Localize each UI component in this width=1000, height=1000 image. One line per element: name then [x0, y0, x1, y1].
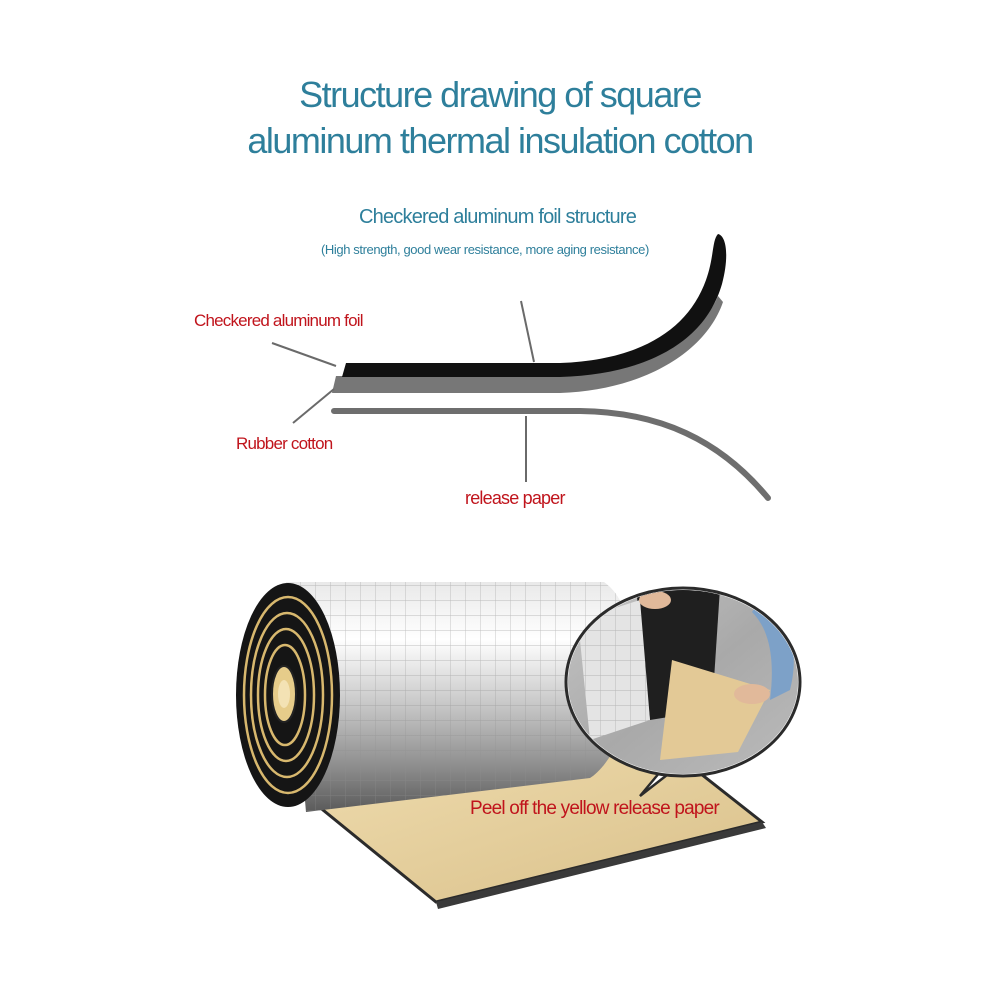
- structure-subheading: (High strength, good wear resistance, mo…: [321, 242, 649, 257]
- structure-leader: [520, 300, 535, 363]
- structure-heading: Checkered aluminum foil structure: [359, 206, 637, 228]
- roll-checker-grid: [286, 582, 634, 812]
- peel-photo-bubble: [564, 586, 802, 797]
- rubber-leader: [292, 388, 335, 424]
- release-paper-layer: [331, 408, 771, 501]
- title-line-1: Structure drawing of square: [299, 74, 702, 115]
- roll-end-spiral: [236, 583, 340, 807]
- foil-leader: [271, 342, 337, 367]
- sheet-edge-shadow: [436, 822, 766, 909]
- rubber-cotton-layer: [332, 296, 723, 393]
- layer-cross-section: [331, 234, 771, 501]
- title-line-2: aluminum thermal insulation cotton: [247, 120, 754, 161]
- rubber-layer-label: Rubber cotton: [236, 434, 333, 453]
- bubble-photo: [568, 590, 798, 774]
- release-layer-label: release paper: [465, 488, 565, 508]
- insulation-roll-illustration: [236, 582, 802, 909]
- foil-layer-label: Checkered aluminum foil: [194, 311, 363, 330]
- peel-callout-label: Peel off the yellow release paper: [470, 798, 720, 819]
- leader-lines: [271, 300, 535, 482]
- figure-title: Structure drawing of square aluminum the…: [0, 72, 1000, 164]
